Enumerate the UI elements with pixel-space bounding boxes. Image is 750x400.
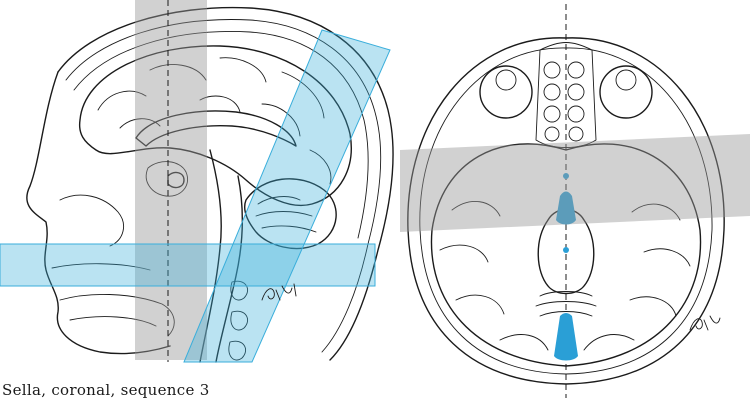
left-eye (480, 66, 532, 118)
right-eye (600, 66, 652, 118)
axial-view (400, 4, 750, 398)
axial-slice-band (0, 244, 375, 286)
aqueduct-dot (563, 247, 569, 253)
ethmoid-air-cells (544, 62, 584, 141)
sagittal-view (0, 0, 393, 362)
fourth-ventricle-csf (554, 313, 578, 361)
left-lens (496, 70, 516, 90)
right-lens (616, 70, 636, 90)
figure-caption: Sella, coronal, sequence 3 (2, 381, 210, 399)
coronal-slice-band (135, 0, 207, 360)
artist-signature-right (690, 316, 720, 330)
axial-view-slice-band (400, 134, 750, 232)
